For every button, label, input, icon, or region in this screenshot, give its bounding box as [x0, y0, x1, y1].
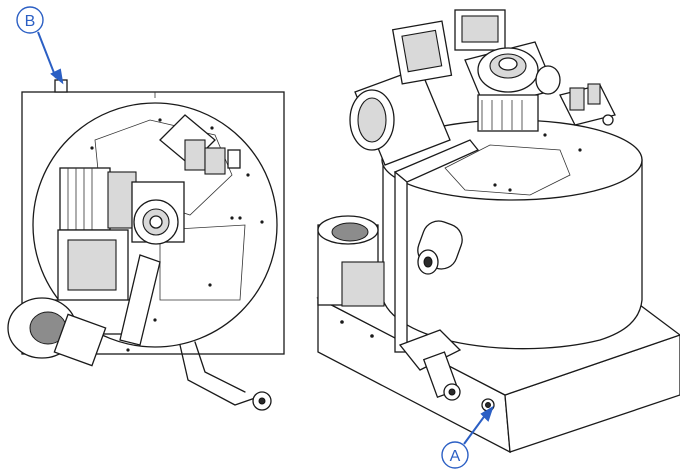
iso-side-motor — [317, 215, 385, 307]
iso-pipe — [393, 139, 495, 412]
top-view — [7, 79, 285, 411]
iso-tank — [381, 119, 643, 350]
callout-a-label: A — [450, 448, 461, 465]
outlet-plate — [159, 224, 246, 301]
iso-top-motor — [349, 20, 453, 166]
chute-arm — [119, 254, 161, 346]
fan-disc — [7, 297, 107, 367]
control-box — [159, 114, 241, 175]
iso-sight-tube — [417, 220, 463, 275]
iso-gearbox — [454, 9, 561, 132]
motor-gearbox — [59, 167, 185, 245]
callout-b: B — [16, 6, 64, 85]
spout — [179, 341, 272, 411]
callout-a: A — [441, 405, 494, 469]
callout-b-label: B — [25, 13, 36, 30]
isometric-view — [316, 9, 680, 454]
iso-control-box — [559, 83, 616, 126]
bolt-holes — [90, 118, 264, 352]
